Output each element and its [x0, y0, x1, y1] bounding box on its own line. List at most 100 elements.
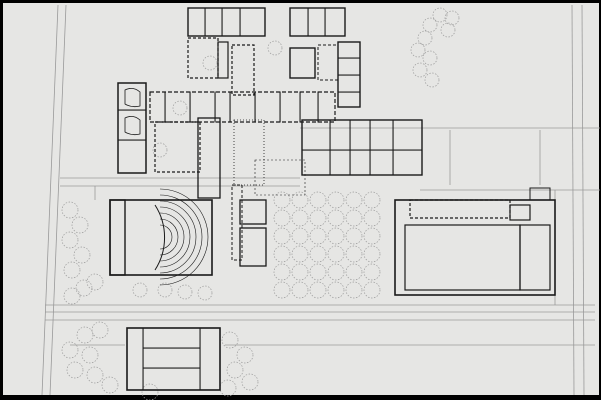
buildings: [109, 7, 556, 391]
tree: [157, 282, 173, 298]
plaza-tree: [363, 281, 381, 299]
classroom-cluster: [301, 119, 423, 176]
plaza-tree: [345, 191, 363, 209]
tree: [172, 100, 188, 116]
tree-cluster-north-east: [440, 22, 456, 38]
library-block: [117, 82, 147, 174]
stair: [529, 187, 551, 201]
tree-cluster-south-west: [81, 346, 99, 364]
plaza-tree: [309, 227, 327, 245]
office-block-2: [231, 44, 255, 96]
tree: [267, 40, 283, 56]
tree: [152, 142, 168, 158]
plaza-tree: [273, 263, 291, 281]
seat-row: [159, 224, 173, 250]
plaza-tree: [327, 209, 345, 227]
seating-arc: [154, 204, 165, 271]
tree-cluster-south-west: [101, 376, 119, 394]
plaza-tree: [363, 227, 381, 245]
classroom-block-north-west: [187, 7, 266, 37]
courtyard: [254, 159, 306, 196]
tree-cluster-south: [236, 346, 254, 364]
tree-cluster-south-west: [141, 383, 159, 400]
tree-cluster-south-west: [91, 321, 109, 339]
tree-cluster-south-west: [66, 361, 84, 379]
seat-row: [159, 194, 203, 280]
classroom-block-north-east: [289, 7, 346, 37]
plaza-tree: [309, 209, 327, 227]
circulation-spine: [231, 184, 243, 261]
stage-house: [109, 199, 126, 276]
tree-cluster-south: [241, 373, 259, 391]
plaza-tree: [345, 227, 363, 245]
tree-cluster-north-east: [432, 7, 448, 23]
entrance-hall: [154, 121, 201, 173]
tree-cluster-west: [63, 287, 81, 305]
tree-cluster-south-west: [86, 366, 104, 384]
plaza-tree: [273, 227, 291, 245]
locker-rooms: [409, 199, 511, 219]
tree: [197, 285, 213, 301]
room-hall: [289, 47, 316, 79]
road-west-edge: [41, 4, 59, 396]
trees: [61, 7, 460, 400]
cafeteria-seating: [233, 119, 265, 186]
tree-cluster-west: [86, 273, 104, 291]
plaza-tree: [363, 245, 381, 263]
reading-table: [124, 116, 141, 136]
tree-cluster-north-east: [424, 72, 440, 88]
paper-sheet: [3, 3, 599, 395]
stair: [217, 41, 229, 79]
road-east-edge: [571, 4, 575, 396]
entry: [509, 204, 531, 221]
plaza-tree: [345, 263, 363, 281]
tree: [202, 55, 218, 71]
tree-cluster-north-east: [444, 10, 460, 26]
tree-cluster-west: [71, 216, 89, 234]
plaza-tree: [363, 191, 381, 209]
service-strip: [197, 117, 221, 199]
plaza-tree: [291, 281, 309, 299]
classroom-strip-east: [337, 41, 361, 108]
plaza-tree: [273, 245, 291, 263]
tree-cluster-north-east: [422, 50, 438, 66]
plaza-tree: [363, 263, 381, 281]
plaza-tree: [309, 245, 327, 263]
plaza-tree: [273, 281, 291, 299]
plaza-tree: [327, 227, 345, 245]
gym-annex: [519, 224, 551, 291]
reading-table: [124, 88, 141, 108]
tree-cluster-north-east: [412, 62, 428, 78]
plaza-tree: [309, 263, 327, 281]
room: [239, 227, 267, 267]
seat-row: [159, 206, 191, 268]
seat-row: [159, 218, 179, 256]
tree-cluster-west: [63, 261, 81, 279]
plaza-tree: [345, 245, 363, 263]
seat-row: [159, 212, 185, 262]
plaza-tree: [327, 245, 345, 263]
plaza-tree: [327, 263, 345, 281]
plaza-tree: [291, 227, 309, 245]
plaza-tree: [309, 191, 327, 209]
plaza-tree: [273, 209, 291, 227]
tree-cluster-west: [73, 246, 91, 264]
plaza-tree: [345, 209, 363, 227]
tree-cluster-west: [61, 231, 79, 249]
plaza-tree: [327, 191, 345, 209]
main-corridor-block: [149, 91, 336, 123]
tree-cluster-south: [226, 361, 244, 379]
seat-row: [159, 200, 197, 274]
tree-cluster-north-east: [422, 17, 438, 33]
plaza-tree: [291, 191, 309, 209]
seat-row: [159, 188, 209, 286]
tree-cluster-west: [61, 201, 79, 219]
road-west-edge: [49, 4, 67, 396]
tree-cluster-north-east: [417, 30, 433, 46]
tree-cluster-south-west: [61, 341, 79, 359]
tree-cluster-south: [221, 331, 239, 349]
plaza-tree: [345, 281, 363, 299]
road-east-edge: [581, 4, 585, 396]
